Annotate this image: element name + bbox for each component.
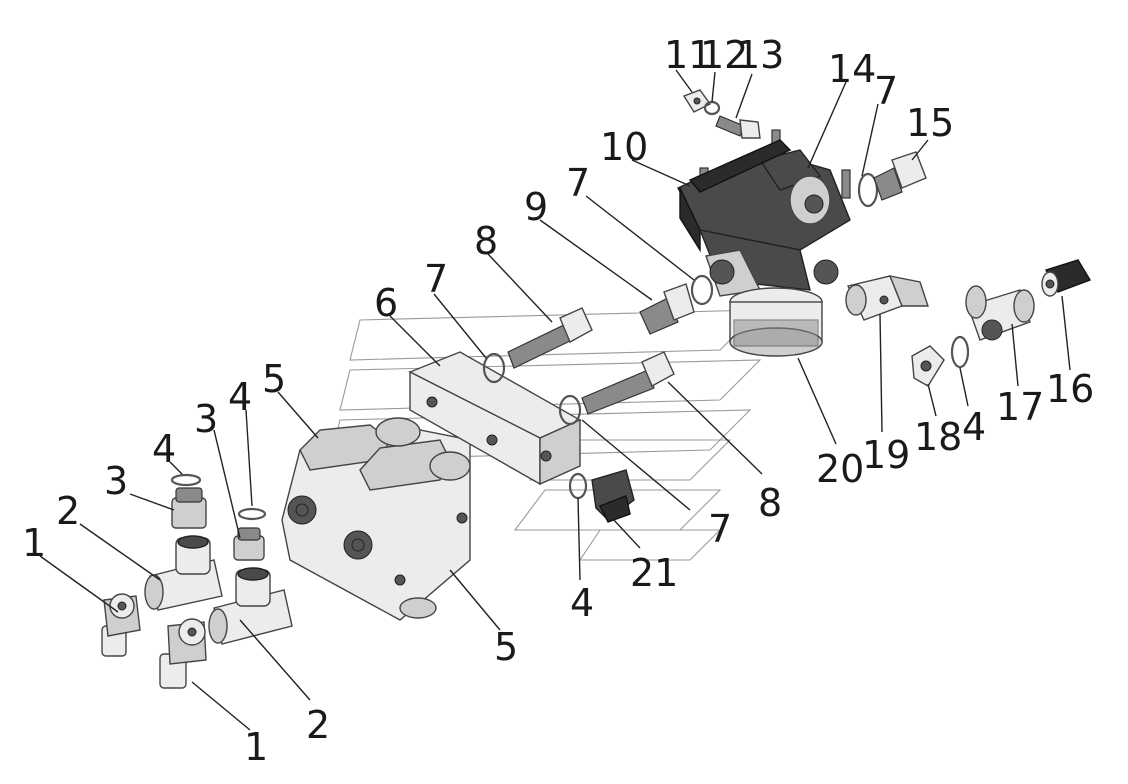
callout-4: 4 bbox=[962, 405, 986, 449]
part-5-valve-body bbox=[281, 417, 471, 621]
callout-3: 3 bbox=[194, 397, 218, 441]
callout-10: 10 bbox=[600, 125, 648, 169]
callout-7: 7 bbox=[424, 257, 448, 301]
part-4-o-ring-d bbox=[950, 335, 970, 369]
background-watermark bbox=[329, 309, 762, 561]
part-7-o-ring-a bbox=[482, 352, 506, 384]
callout-20: 20 bbox=[816, 447, 864, 491]
callout-7: 7 bbox=[708, 507, 732, 551]
part-7-o-ring-d bbox=[857, 172, 879, 208]
callout-14: 14 bbox=[828, 47, 876, 91]
part-4-o-ring-c bbox=[568, 472, 588, 500]
callout-4: 4 bbox=[152, 427, 176, 471]
part-21-connector bbox=[591, 469, 635, 523]
part-11-nut bbox=[682, 89, 712, 113]
part-13-screw bbox=[715, 115, 761, 139]
part-1-elbow-fitting-b bbox=[159, 618, 207, 689]
callout-2: 2 bbox=[306, 703, 330, 747]
callout-7: 7 bbox=[874, 69, 898, 113]
part-7-o-ring-c bbox=[690, 274, 714, 306]
callout-7: 7 bbox=[566, 161, 590, 205]
callout-2: 2 bbox=[56, 489, 80, 533]
callout-8: 8 bbox=[758, 481, 782, 525]
callout-6: 6 bbox=[374, 281, 398, 325]
callout-13: 13 bbox=[736, 33, 784, 77]
part-2-tee-fitting-b bbox=[208, 567, 293, 645]
callout-4: 4 bbox=[228, 375, 252, 419]
part-2-tee-fitting-a bbox=[144, 535, 223, 611]
part-9-adapter-fitting bbox=[639, 283, 695, 335]
part-19-elbow-fitting bbox=[845, 275, 929, 321]
part-7-o-ring-b bbox=[558, 394, 582, 426]
callout-1: 1 bbox=[22, 521, 46, 565]
part-20-silencer bbox=[729, 287, 823, 357]
part-15-plug-fitting bbox=[873, 151, 927, 201]
part-10-cover-plate bbox=[688, 139, 792, 193]
part-6-manifold-block bbox=[408, 351, 582, 486]
callout-17: 17 bbox=[996, 385, 1044, 429]
callout-12: 12 bbox=[700, 33, 748, 77]
callout-3: 3 bbox=[104, 459, 128, 503]
part-17-tee-fitting bbox=[965, 285, 1035, 341]
part-8-bolt-b bbox=[581, 351, 675, 415]
callout-5: 5 bbox=[262, 357, 286, 401]
callout-1: 1 bbox=[244, 725, 268, 769]
part-16-threaded-adapter bbox=[1041, 259, 1092, 297]
callout-15: 15 bbox=[906, 101, 954, 145]
part-4-o-ring-a bbox=[170, 473, 202, 487]
callout-19: 19 bbox=[862, 433, 910, 477]
callout-5: 5 bbox=[494, 625, 518, 669]
callout-11: 11 bbox=[664, 33, 712, 77]
part-3-threaded-nipple-a bbox=[171, 487, 207, 529]
callout-8: 8 bbox=[474, 219, 498, 263]
callout-numbers: 1 1 2 2 3 3 4 4 4 4 5 5 6 7 7 7 7 8 8 9 … bbox=[22, 33, 1094, 769]
callout-18: 18 bbox=[914, 415, 962, 459]
leader-lines bbox=[39, 69, 1071, 731]
part-1-elbow-fitting-a bbox=[101, 593, 141, 657]
part-4-o-ring-b bbox=[237, 507, 267, 521]
callout-16: 16 bbox=[1046, 367, 1094, 411]
main-valve-housing bbox=[677, 129, 851, 297]
callout-21: 21 bbox=[630, 551, 678, 595]
part-3-threaded-nipple-b bbox=[233, 527, 265, 561]
callout-9: 9 bbox=[524, 185, 548, 229]
callout-4: 4 bbox=[570, 581, 594, 625]
part-12-washer bbox=[703, 100, 721, 116]
part-8-bolt-a bbox=[507, 307, 593, 369]
part-18-nut bbox=[911, 345, 945, 387]
